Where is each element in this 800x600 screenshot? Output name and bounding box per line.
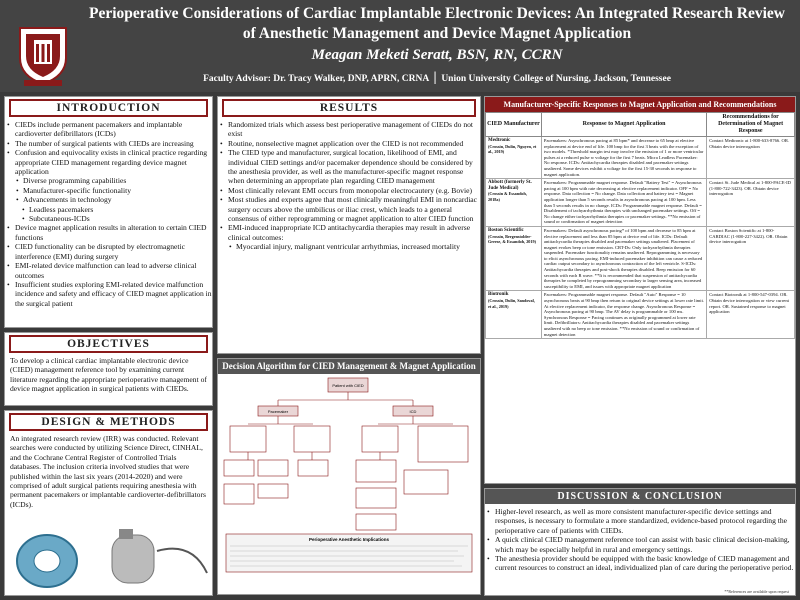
school-name: Union University College of Nursing, Jac…	[441, 74, 671, 84]
manufacturer-table: CIED Manufacturer Response to Magnet App…	[485, 112, 795, 340]
table-row: Boston Scientific(Crossin, Bergenstolder…	[485, 225, 795, 292]
manufacturer-citation: (Crossin, Bergenstolder-Greese, & Essand…	[488, 233, 536, 245]
col-header-manufacturer: CIED Manufacturer	[485, 112, 542, 137]
introduction-panel: INTRODUCTION CIEDs include permanent pac…	[4, 96, 213, 328]
device-images	[16, 529, 208, 588]
manufacturer-cell: Boston Scientific(Crossin, Bergenstolder…	[485, 225, 542, 292]
bullet-item: Randomized trials which assess best peri…	[218, 120, 480, 139]
objectives-text: To develop a clinical cardiac implantabl…	[10, 356, 207, 394]
bullet-item: Most studies and experts agree that most…	[218, 195, 480, 223]
bullet-item: The anesthesia provider should be equipp…	[485, 554, 795, 573]
response-cell: Pacemakers: Programmable magnet response…	[540, 178, 708, 227]
recommendation-cell: Contact St. Jude Medical at 1-800-PACE-I…	[706, 178, 795, 227]
manufacturer-name: Abbott (formerly St. Jude Medical)	[488, 180, 532, 191]
design-panel: DESIGN & METHODS An integrated research …	[4, 410, 213, 596]
bullet-item: Confusion and equivocality exists in cli…	[5, 148, 212, 176]
discussion-panel: DISCUSSION & CONCLUSION Higher-level res…	[484, 488, 796, 596]
results-title: RESULTS	[222, 99, 476, 117]
objectives-panel: OBJECTIVES To develop a clinical cardiac…	[4, 332, 213, 406]
manufacturer-citation: (Crossin & Essandoh, 2018a)	[488, 191, 527, 202]
algorithm-panel: Decision Algorithm for CIED Management &…	[217, 358, 481, 595]
bullet-item: Most clinically relevant EMI occurs from…	[218, 186, 480, 196]
poster-header: Perioperative Considerations of Cardiac …	[0, 0, 800, 92]
manufacturer-cell: Medtronic(Crossin, Dulin, Nguyen, et al.…	[485, 135, 542, 180]
table-row: Abbott (formerly St. Jude Medical)(Cross…	[485, 178, 795, 227]
table-row: Biotronik(Crossin, Dulin, Sandoval, et a…	[485, 290, 795, 340]
bullet-item: The CIED type and manufacturer, surgical…	[218, 148, 480, 186]
discussion-title: DISCUSSION & CONCLUSION	[485, 489, 795, 504]
faculty-advisor: Faculty Advisor: Dr. Tracy Walker, DNP, …	[203, 74, 429, 84]
manufacturer-citation: (Crossin, Dulin, Nguyen, et al., 2019)	[488, 143, 537, 155]
bullet-item: Higher-level research, as well as more c…	[485, 507, 795, 535]
flow-icd: ICD	[410, 409, 417, 414]
decision-flowchart: Patient with CIED Pacemaker ICD Perioper…	[223, 377, 473, 573]
bullet-item: Subcutaneous-ICDs	[5, 214, 212, 224]
recommendation-cell: Contact Medtronic at 1-800-633-8766. OR.…	[706, 135, 795, 180]
objectives-title: OBJECTIVES	[9, 335, 208, 353]
recommendation-cell: Contact Biotronik at 1-800-547-0394. OR.…	[706, 290, 795, 340]
bullet-item: CIED functionality can be disrupted by e…	[5, 242, 212, 261]
references-note: **References are available upon request	[724, 589, 789, 594]
recommendation-cell: Contact Boston Scientific at 1-800-CARDI…	[706, 225, 795, 292]
table-title: Manufacturer-Specific Responses to Magne…	[485, 97, 795, 112]
bullet-item: Diverse programming capabilities	[5, 176, 212, 186]
algorithm-title: Decision Algorithm for CIED Management &…	[218, 359, 480, 374]
manufacturer-name: Boston Scientific	[488, 227, 524, 233]
table-row: Medtronic(Crossin, Dulin, Nguyen, et al.…	[485, 135, 795, 180]
bullet-item: Routine, nonselective magnet application…	[218, 139, 480, 149]
poster-title: Perioperative Considerations of Cardiac …	[89, 5, 785, 42]
bullet-item: CIEDs include permanent pacemakers and i…	[5, 120, 212, 139]
university-seal-logo	[19, 27, 67, 86]
response-cell: Pacemakers: Programmable magnet response…	[540, 290, 708, 340]
flow-pacemaker: Pacemaker	[268, 409, 289, 414]
bullet-item: Insufficient studies exploring EMI-relat…	[5, 280, 212, 308]
manufacturer-name: Medtronic	[488, 138, 511, 143]
results-list: Randomized trials which assess best peri…	[218, 120, 480, 252]
introduction-title: INTRODUCTION	[9, 99, 208, 117]
design-title: DESIGN & METHODS	[9, 413, 208, 431]
flow-footer-title: Perioperative Anesthetic Implications	[309, 537, 390, 542]
bullet-item: Device magnet application results in alt…	[5, 223, 212, 242]
bullet-item: Manufacturer-specific functionality	[5, 186, 212, 196]
manufacturer-name: Biotronik	[488, 292, 509, 298]
results-panel: RESULTS Randomized trials which assess b…	[217, 96, 481, 354]
manufacturer-cell: Abbott (formerly St. Jude Medical)(Cross…	[485, 178, 542, 227]
manufacturer-cell: Biotronik(Crossin, Dulin, Sandoval, et a…	[485, 290, 542, 340]
response-cell: Pacemakers: Default asynchronous pacing*…	[540, 225, 708, 292]
bullet-item: EMI-induced inappropriate ICD antitachyc…	[218, 223, 480, 242]
author-name: Meagan Meketi Seratt, BSN, RN, CCRN	[311, 47, 563, 63]
response-cell: Pacemakers: Asynchronous pacing at 85 bp…	[540, 135, 708, 180]
header-divider: |	[433, 70, 437, 85]
bullet-item: The number of surgical patients with CIE…	[5, 139, 212, 149]
manufacturer-table-panel: Manufacturer-Specific Responses to Magne…	[484, 96, 796, 484]
flow-start: Patient with CIED	[332, 383, 363, 388]
bullet-item: EMI-related device malfunction can lead …	[5, 261, 212, 280]
discussion-list: Higher-level research, as well as more c…	[485, 504, 795, 573]
bullet-item: Leadless pacemakers	[5, 205, 212, 215]
introduction-list: CIEDs include permanent pacemakers and i…	[5, 120, 212, 308]
bullet-item: Myocardial injury, malignant ventricular…	[218, 242, 480, 252]
design-text: An integrated research review (IRR) was …	[10, 434, 206, 509]
bullet-item: Advancements in technology	[5, 195, 212, 205]
advisor-line: Faculty Advisor: Dr. Tracy Walker, DNP, …	[82, 70, 792, 86]
col-header-recommendation: Recommendations for Determination of Mag…	[706, 112, 795, 137]
manufacturer-citation: (Crossin, Dulin, Sandoval, et al., 2019)	[488, 298, 535, 309]
bullet-item: A quick clinical CIED management referen…	[485, 535, 795, 554]
col-header-response: Response to Magnet Application	[540, 112, 708, 137]
